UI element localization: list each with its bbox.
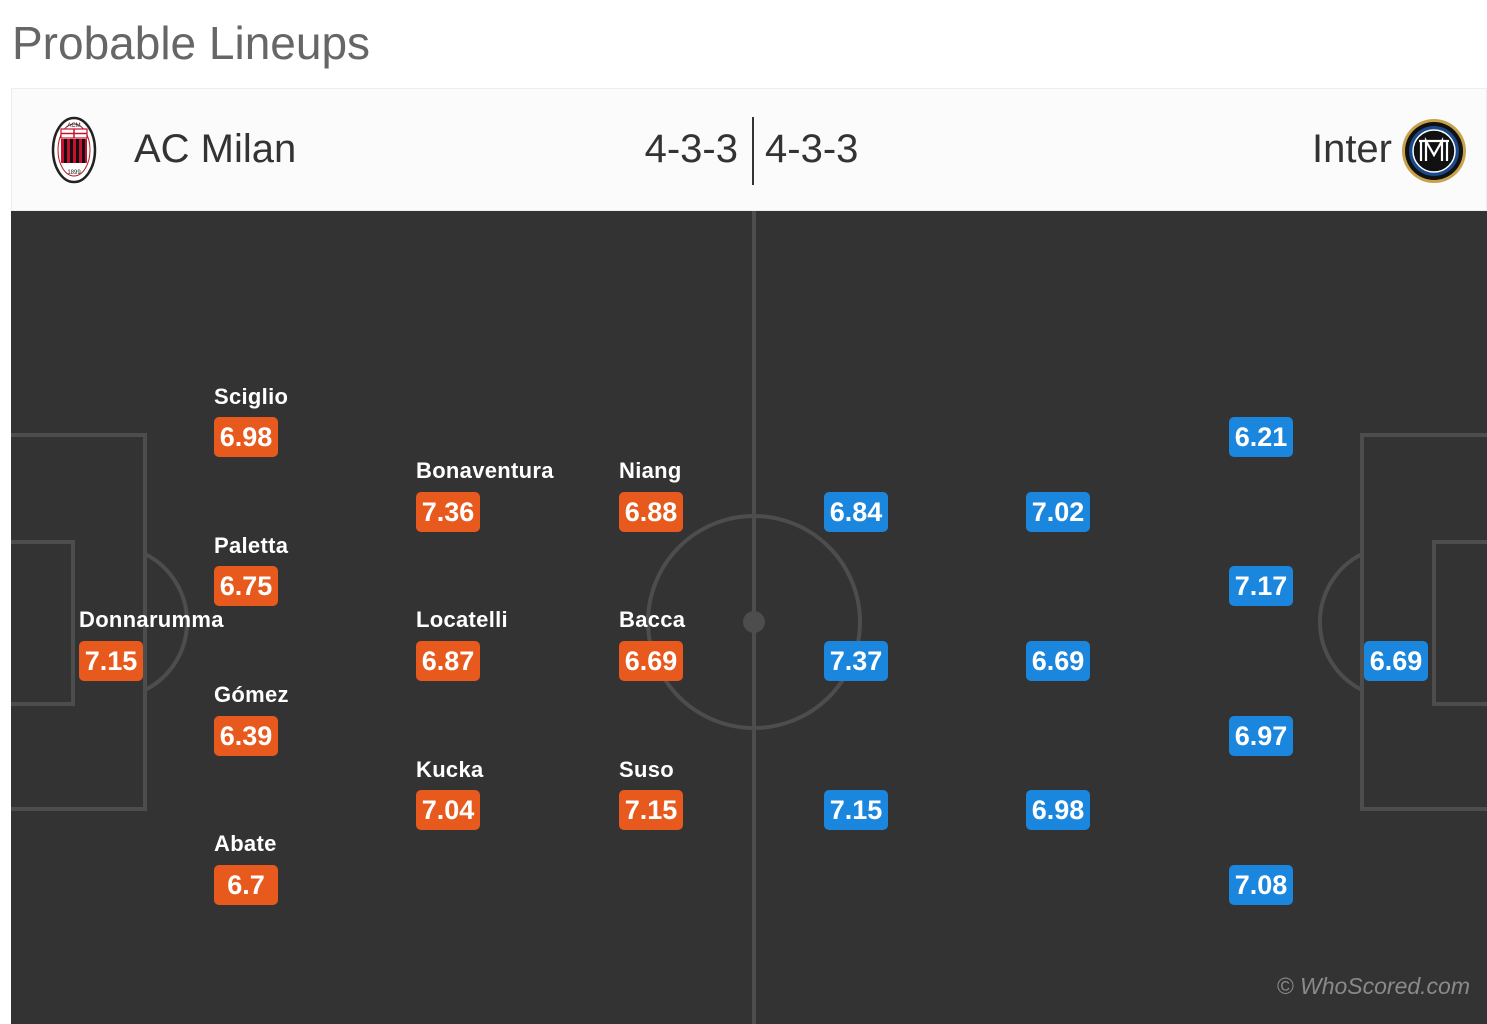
home-formation: 4-3-3: [644, 127, 738, 171]
player-rating: 7.15: [79, 641, 143, 681]
inter-crest-icon[interactable]: [1400, 117, 1468, 185]
formation-divider: [752, 117, 754, 185]
ac-milan-crest-icon[interactable]: ACM 1899: [50, 115, 98, 185]
page-title: Probable Lineups: [12, 17, 371, 69]
player-rating: 7.36: [416, 492, 480, 532]
svg-text:1899: 1899: [67, 170, 81, 176]
home-team-name[interactable]: AC Milan: [134, 127, 297, 171]
player-name[interactable]: Locatelli: [416, 607, 508, 632]
player-name[interactable]: Gómez: [214, 682, 289, 707]
svg-text:ACM: ACM: [67, 123, 80, 129]
player-rating: 6.7: [214, 865, 278, 905]
player-rating: 7.02: [1026, 492, 1090, 532]
lineup-header: ACM 1899 AC Milan 4-3-3 4-3-3 Inter: [11, 88, 1487, 211]
player-name[interactable]: Bonaventura: [416, 458, 554, 483]
player-rating: 6.75: [214, 566, 278, 606]
player-name[interactable]: Donnarumma: [79, 607, 224, 632]
player-rating: 6.69: [1364, 641, 1428, 681]
player-name[interactable]: Suso: [619, 757, 674, 782]
away-team-name[interactable]: Inter: [1311, 127, 1392, 171]
player-name[interactable]: Bacca: [619, 607, 686, 632]
player-rating: 7.15: [824, 790, 888, 830]
pitch-markings: [11, 211, 1487, 1024]
player-rating: 6.69: [619, 641, 683, 681]
player-rating: 7.37: [824, 641, 888, 681]
player-rating: 6.84: [824, 492, 888, 532]
player-rating: 6.21: [1229, 417, 1293, 457]
player-rating: 6.39: [214, 716, 278, 756]
player-rating: 7.17: [1229, 566, 1293, 606]
player-name[interactable]: Paletta: [214, 533, 289, 558]
player-rating: 7.04: [416, 790, 480, 830]
player-name[interactable]: Niang: [619, 458, 682, 483]
player-rating: 7.08: [1229, 865, 1293, 905]
player-name[interactable]: Sciglio: [214, 384, 289, 409]
player-rating: 7.15: [619, 790, 683, 830]
player-name[interactable]: Abate: [214, 831, 277, 856]
player-rating: 6.98: [214, 417, 278, 457]
watermark: © WhoScored.com: [1276, 973, 1470, 999]
player-rating: 6.98: [1026, 790, 1090, 830]
away-formation: 4-3-3: [765, 127, 859, 171]
player-rating: 6.97: [1229, 716, 1293, 756]
player-name[interactable]: Kucka: [416, 757, 484, 782]
player-rating: 6.88: [619, 492, 683, 532]
player-rating: 6.87: [416, 641, 480, 681]
player-rating: 6.69: [1026, 641, 1090, 681]
